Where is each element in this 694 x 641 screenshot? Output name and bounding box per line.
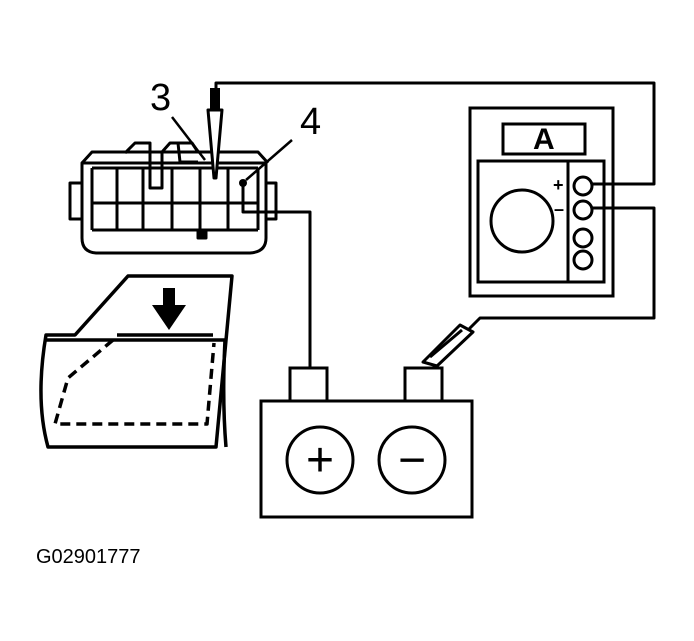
callout-3: 3	[150, 77, 171, 119]
meter-minus-label: –	[554, 199, 564, 219]
battery	[259, 366, 474, 519]
figure-id: G02901777	[36, 546, 141, 568]
callout-3-leader	[171, 116, 206, 161]
ammeter	[468, 106, 615, 298]
connector	[68, 141, 278, 255]
ammeter-display-label: A	[533, 123, 555, 156]
test-probe-icon	[206, 88, 224, 180]
battery-negative-symbol: −	[398, 434, 426, 487]
window-glass-icon	[39, 274, 234, 449]
callout-4-leader	[245, 139, 293, 181]
alligator-clip-icon	[421, 323, 475, 368]
meter-plus-label: +	[553, 175, 564, 195]
arrow-down-icon	[152, 288, 186, 330]
callout-4: 4	[300, 101, 321, 143]
battery-positive-symbol: +	[306, 434, 334, 487]
wires	[214, 81, 656, 370]
